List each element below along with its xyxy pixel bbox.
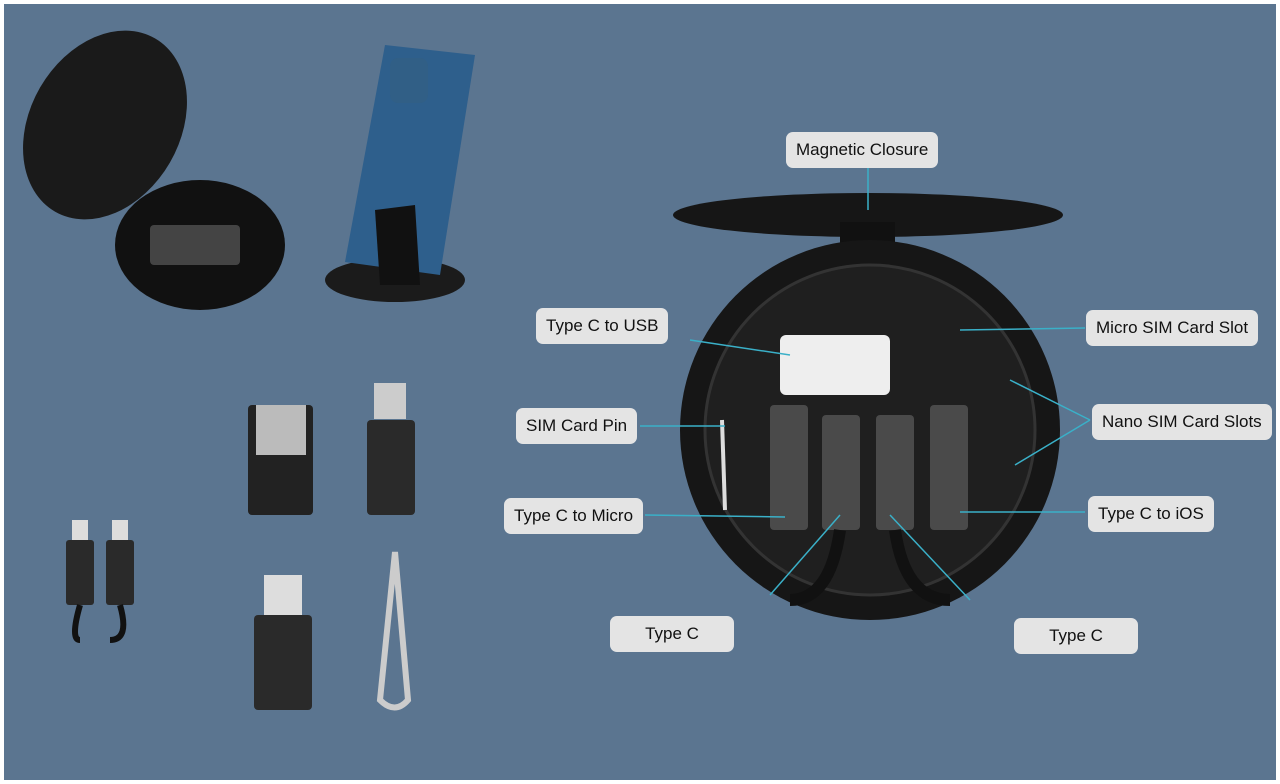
sim-pin xyxy=(376,551,412,711)
label-micro-sim-slot: Micro SIM Card Slot xyxy=(1086,310,1259,346)
label-sim-card-pin: SIM Card Pin xyxy=(516,408,638,444)
label-nano-sim-slots: Nano SIM Card Slots xyxy=(1092,404,1272,440)
label-type-c-right: Type C xyxy=(1014,618,1138,654)
micro-adapter xyxy=(367,420,415,515)
ios-adapter xyxy=(254,615,312,710)
product-illustration xyxy=(23,30,1091,711)
phone-stand-thumbnail xyxy=(325,45,475,302)
label-magnetic-closure: Magnetic Closure xyxy=(786,132,939,168)
callout-lines xyxy=(640,167,1091,601)
product-image: Magnetic Closure Type C to USB SIM Card … xyxy=(4,4,1276,780)
type-c-cables xyxy=(66,520,134,643)
open-case-thumbnail xyxy=(23,30,285,310)
main-case xyxy=(673,193,1063,620)
label-type-c-to-usb: Type C to USB xyxy=(536,308,669,344)
label-type-c-left: Type C xyxy=(610,616,734,652)
label-type-c-to-ios: Type C to iOS xyxy=(1088,496,1214,532)
label-type-c-to-micro: Type C to Micro xyxy=(504,498,644,534)
